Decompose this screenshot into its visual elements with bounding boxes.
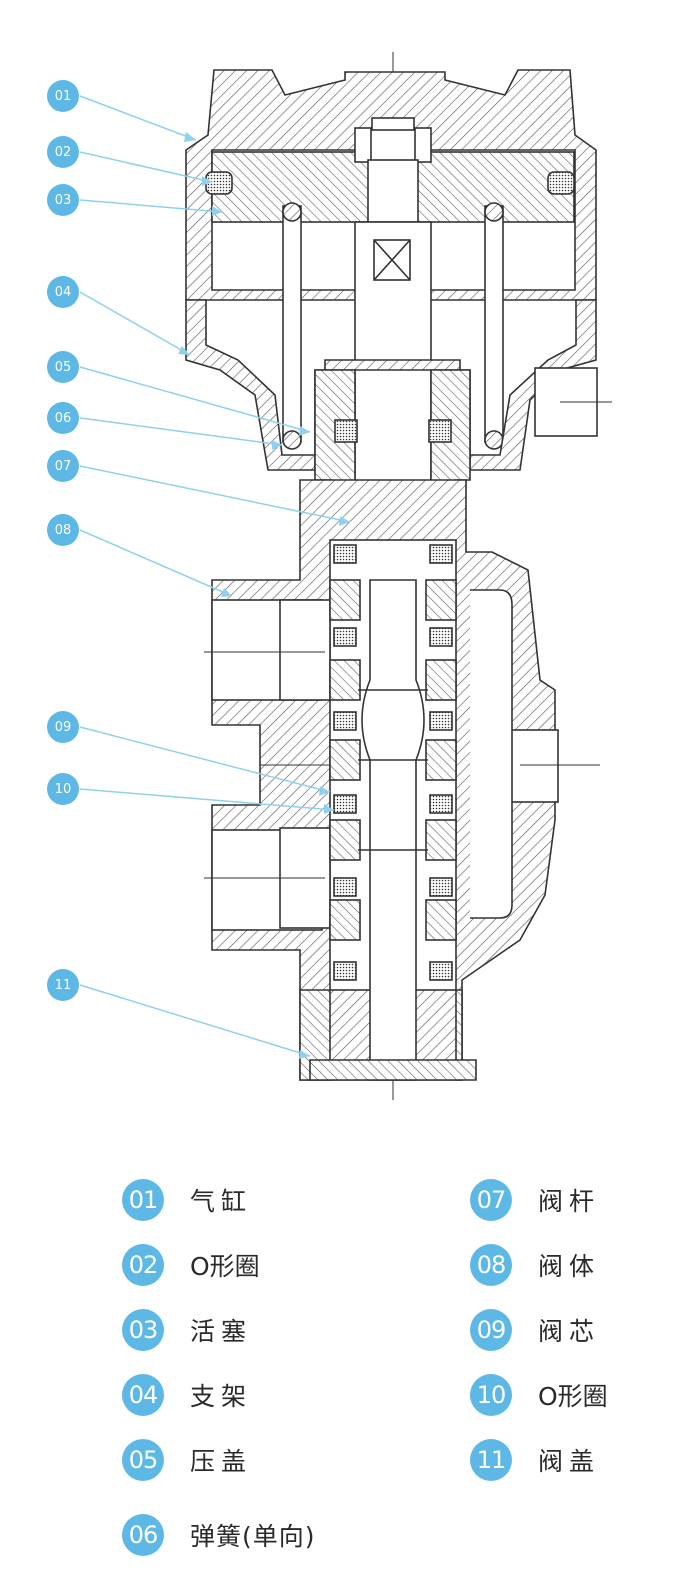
leader-arrowheads	[178, 132, 350, 1059]
leader-lines	[79, 95, 351, 1057]
valve-core-stack	[329, 579, 457, 941]
o-ring-stack	[333, 544, 453, 981]
valve-body-outline	[185, 52, 612, 1100]
